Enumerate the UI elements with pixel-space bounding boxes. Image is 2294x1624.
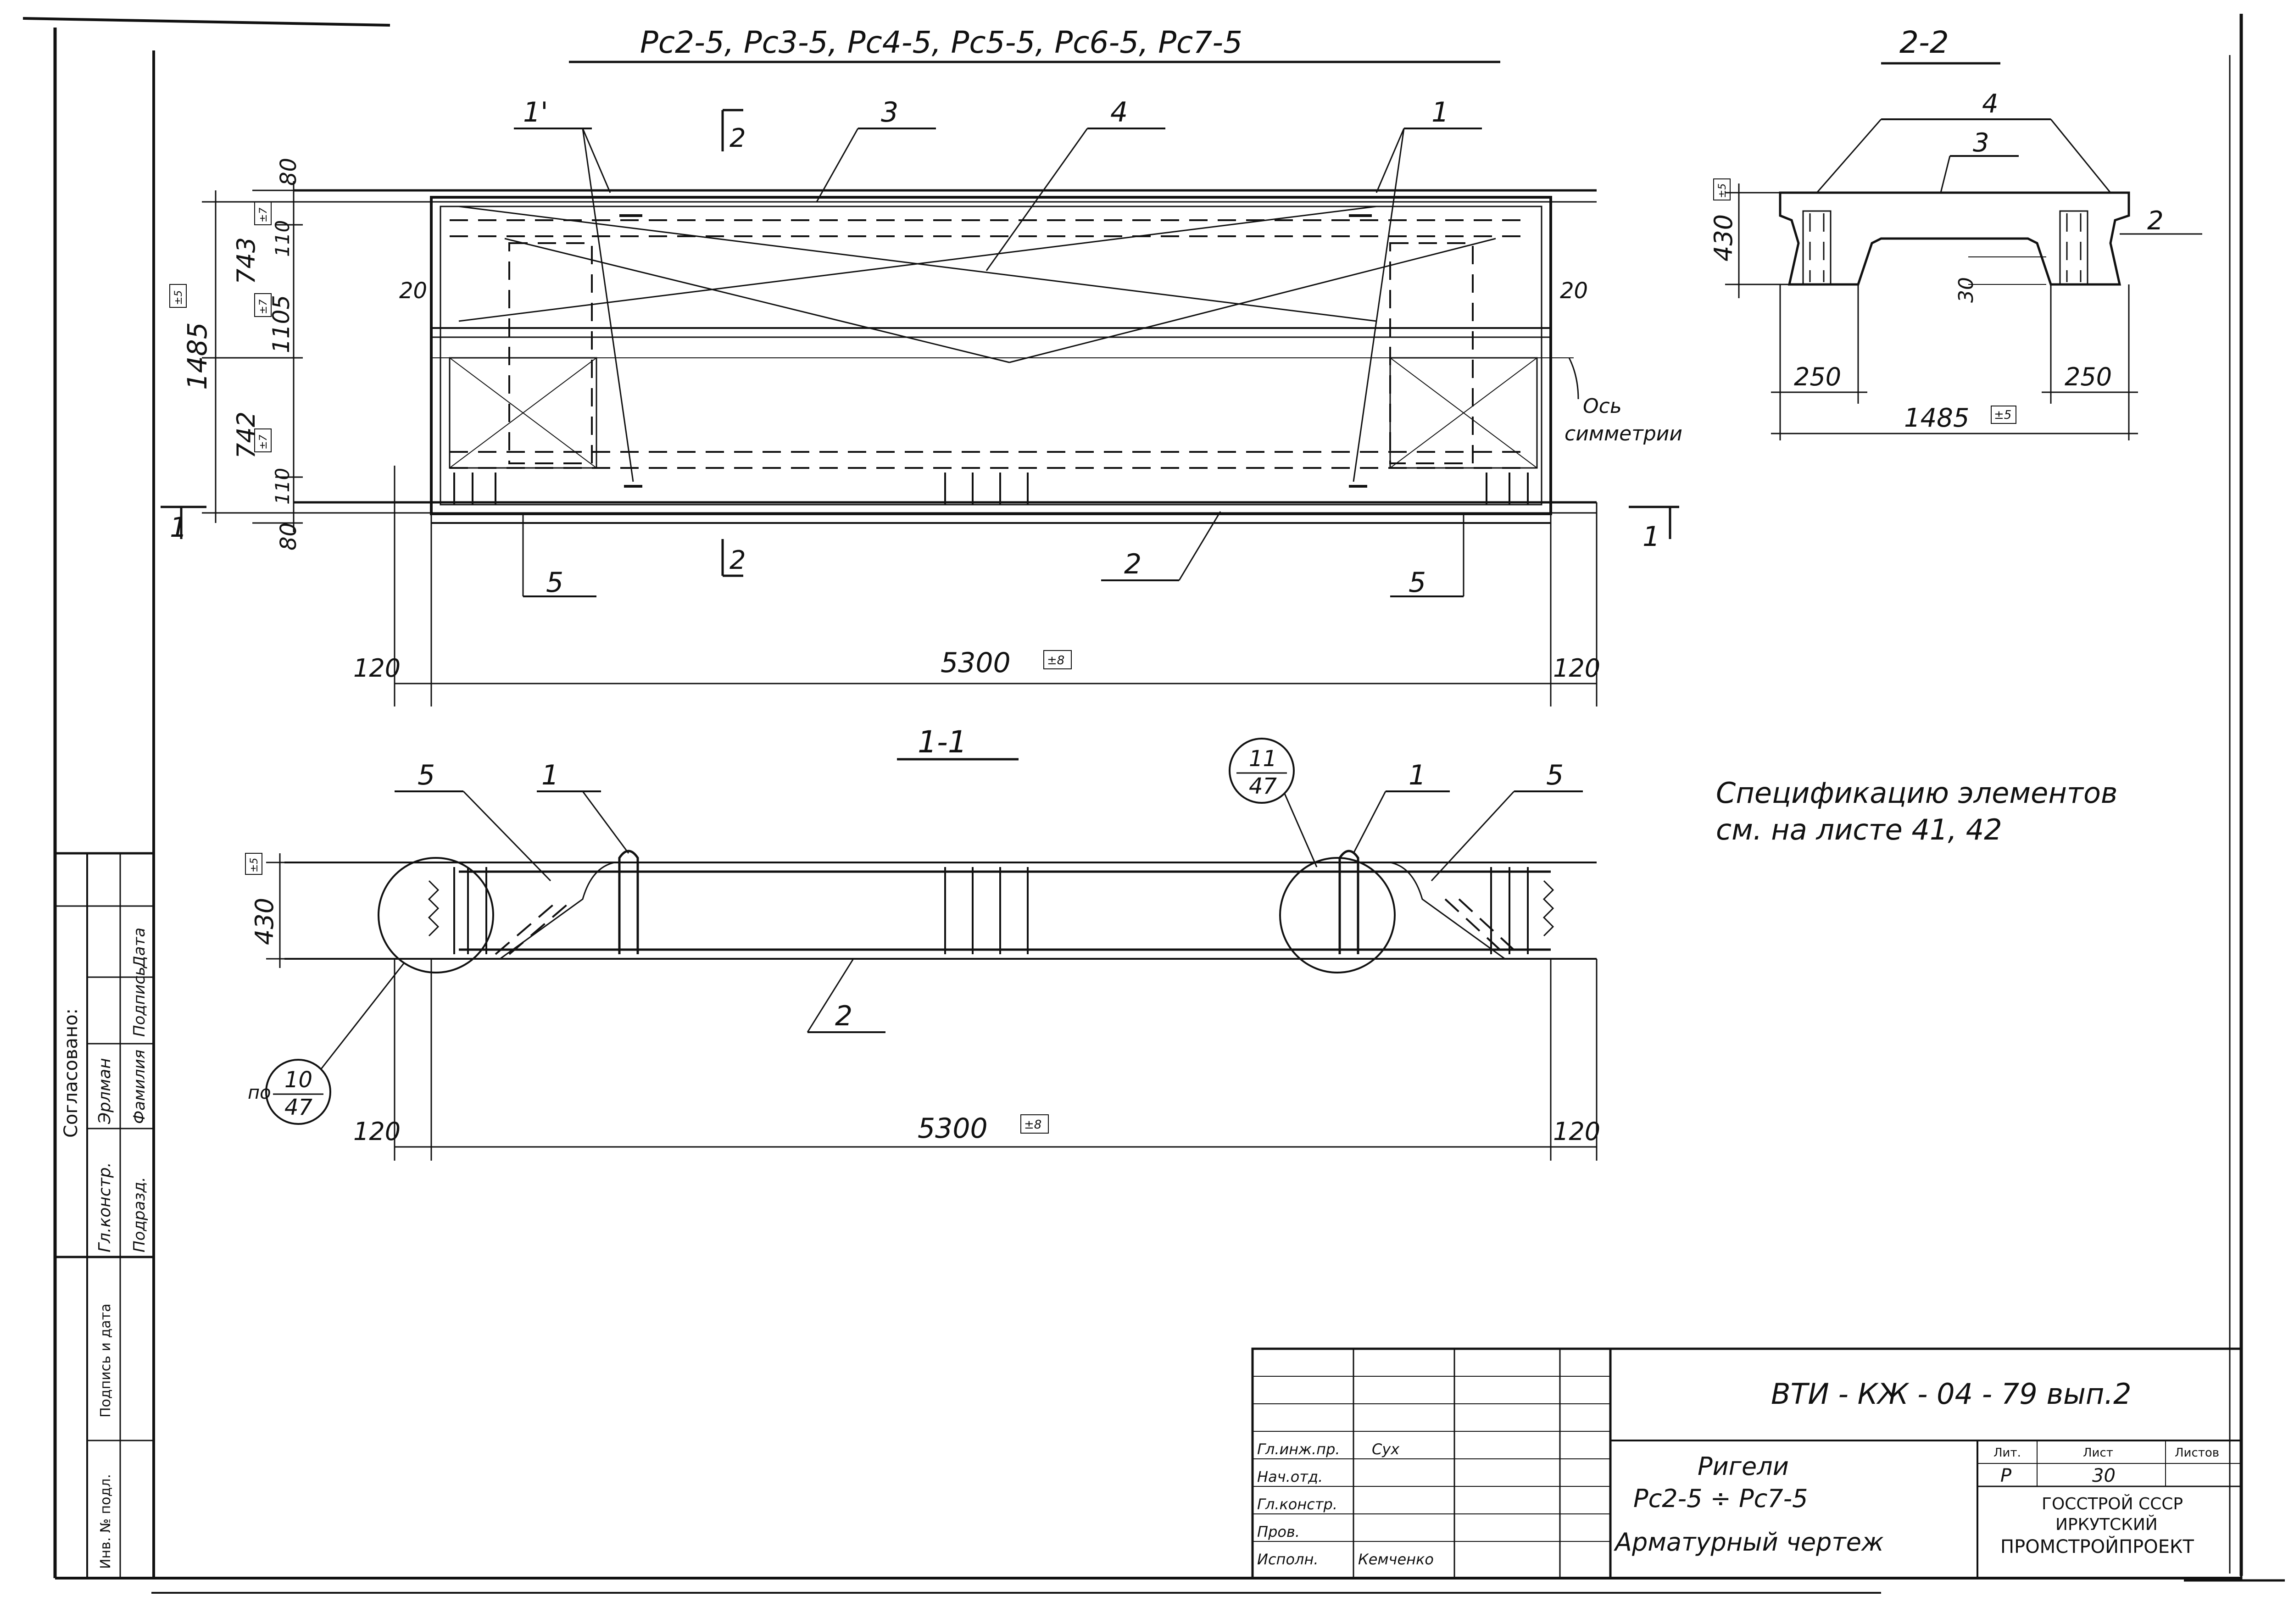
sheet-label: Лист [2083,1446,2113,1460]
approval-date-label: Дата [130,928,149,969]
callout-11-number: 11 [1249,746,1277,772]
cut-1-right-label: 1 [1643,521,1660,553]
cut-2-bottom-label: 2 [729,545,746,575]
role-row-3: Гл.констр. [1257,1496,1337,1513]
dim-120-right: 120 [1553,654,1600,683]
name-row-1: Сух [1372,1440,1400,1458]
section-1-1-tol-5300: ±8 [1024,1118,1041,1132]
dim-742: 742 [232,412,261,459]
spec-note-line1: Спецификацию элементов [1716,776,2117,810]
position-5-left-label: 5 [546,567,563,599]
dim-5300: 5300 [941,647,1011,679]
tol-110-b: ±7 [258,435,269,450]
dim-110-a: 110 [271,220,294,257]
dim-20-left: 20 [399,278,427,304]
section-2-2-title: 2-2 [1899,25,1949,60]
approval-chief-label: Гл.констр. [95,1162,114,1252]
section-1-1-dim-120-left: 120 [353,1117,401,1146]
dim-1485: 1485 [182,322,213,390]
dim-20-right: 20 [1560,278,1588,304]
inventory-number-label: Инв. № подл. [98,1474,114,1569]
axis-label-2: симметрии [1565,422,1682,445]
position-3-label: 3 [881,96,898,128]
tol-5300: ±8 [1047,654,1064,667]
stage-value: Р [2000,1465,2012,1486]
role-row-2: Нач.отд. [1257,1468,1323,1485]
inventory-signature-label: Подпись и дата [98,1304,114,1418]
approval-dept-label: Подразд. [130,1177,149,1252]
dim-120-left: 120 [353,654,401,683]
section-1-1-dim-120-right: 120 [1553,1117,1600,1146]
callout-10-sheet: 47 [284,1095,313,1120]
section-2-2-dim-1485: 1485 [1904,403,1970,433]
drawing-name-line2: Рс2-5 ÷ Рс7-5 [1633,1484,1808,1513]
approval-title: Согласовано: [61,1008,82,1138]
sheet-value: 30 [2092,1465,2116,1486]
title-block: ВТИ - КЖ - 04 - 79 вып.2 Ригели Рс2-5 ÷ … [1251,1347,2243,1580]
section-2-2-pos3: 3 [1973,128,1989,158]
position-5-right-label: 5 [1409,567,1426,599]
side-approval-stamp: Согласовано: Гл.констр. Эрлман Подразд. … [54,852,155,1579]
section-2-2-pos4: 4 [1982,89,1999,119]
position-4-label: 4 [1110,96,1128,128]
section-2-2-dim-250-right: 250 [2065,362,2112,391]
role-row-1: Гл.инж.пр. [1257,1440,1340,1458]
section-2-2-pos2: 2 [2147,206,2164,236]
dim-1105: 1105 [268,295,295,353]
role-row-4: Пров. [1257,1523,1300,1541]
axis-label-1: Ось [1583,395,1622,418]
stage-label: Лит. [1993,1446,2021,1460]
section-1-1-pos1-left: 1 [541,759,559,791]
dim-80-top: 80 [276,158,301,186]
drawing-name-line1: Ригели [1698,1452,1789,1481]
approval-surname-label: Фамилия [130,1050,149,1124]
approval-signature-label: Подпись [130,967,149,1037]
section-1-1-pos2: 2 [835,1000,852,1032]
section-1-1-pos5-left: 5 [418,759,435,791]
dim-80-bottom: 80 [276,523,301,551]
tol-110-a: ±7 [258,208,269,222]
section-1-1-dim-5300: 5300 [918,1112,988,1145]
drawing-name-line3: Арматурный чертеж [1614,1528,1884,1557]
section-2-2-tol-430: ±5 [1717,184,1728,198]
cut-1-left-label: 1 [170,512,187,544]
tol-1485: ±5 [173,290,184,305]
section-2-2-view: 2-2 4 3 2 430 ±5 30 250 250 [1709,25,2202,440]
drawing-code: ВТИ - КЖ - 04 - 79 вып.2 [1771,1377,2132,1411]
sheets-label: Листов [2175,1446,2219,1460]
name-row-5: Кемченко [1358,1551,1434,1568]
specification-note: Спецификацию элементов см. на листе 41, … [1716,776,2117,846]
callout-11-sheet: 47 [1249,773,1277,799]
org-line1: ГОССТРОЙ СССР [2042,1494,2183,1513]
spec-note-line2: см. на листе 41, 42 [1716,813,2002,846]
approval-name: Эрлман [95,1058,114,1124]
plan-title: Pc2-5, Pc3-5, Pc4-5, Pc5-5, Pc6-5, Pc7-5 [640,25,1242,60]
dim-110-b: 110 [271,468,294,505]
section-1-1-pos5-right: 5 [1546,759,1564,791]
position-1-label: 1 [1431,96,1449,128]
cut-2-top-label: 2 [729,123,746,153]
tol-1105: ±7 [258,300,269,314]
role-row-5: Исполн. [1257,1551,1319,1568]
section-2-2-dim-430: 430 [1709,214,1738,261]
section-1-1-view: 1-1 5 1 [245,724,1600,1161]
callout-10-prefix: по [248,1082,271,1103]
section-2-2-tol-1485: ±5 [1994,408,2011,422]
section-2-2-dim-250-left: 250 [1794,362,1841,391]
sheet-frame [22,14,2285,1594]
org-line2: ИРКУТСКИЙ [2055,1515,2158,1534]
position-2-label: 2 [1124,548,1141,580]
position-1-prime-label: 1' [523,96,548,128]
plan-view: Pc2-5, Pc3-5, Pc4-5, Pc5-5, Pc6-5, Pc7-5 [161,25,1682,706]
org-line3: ПРОМСТРОЙПРОЕКТ [2000,1535,2194,1557]
section-1-1-pos1-right: 1 [1409,759,1426,791]
callout-10-number: 10 [284,1067,312,1093]
dim-743: 743 [232,237,261,284]
section-1-1-tol-430: ±5 [249,858,260,873]
section-1-1-dim-430: 430 [250,898,279,945]
section-2-2-dim-30: 30 [1954,277,1978,303]
section-1-1-title: 1-1 [918,724,967,760]
